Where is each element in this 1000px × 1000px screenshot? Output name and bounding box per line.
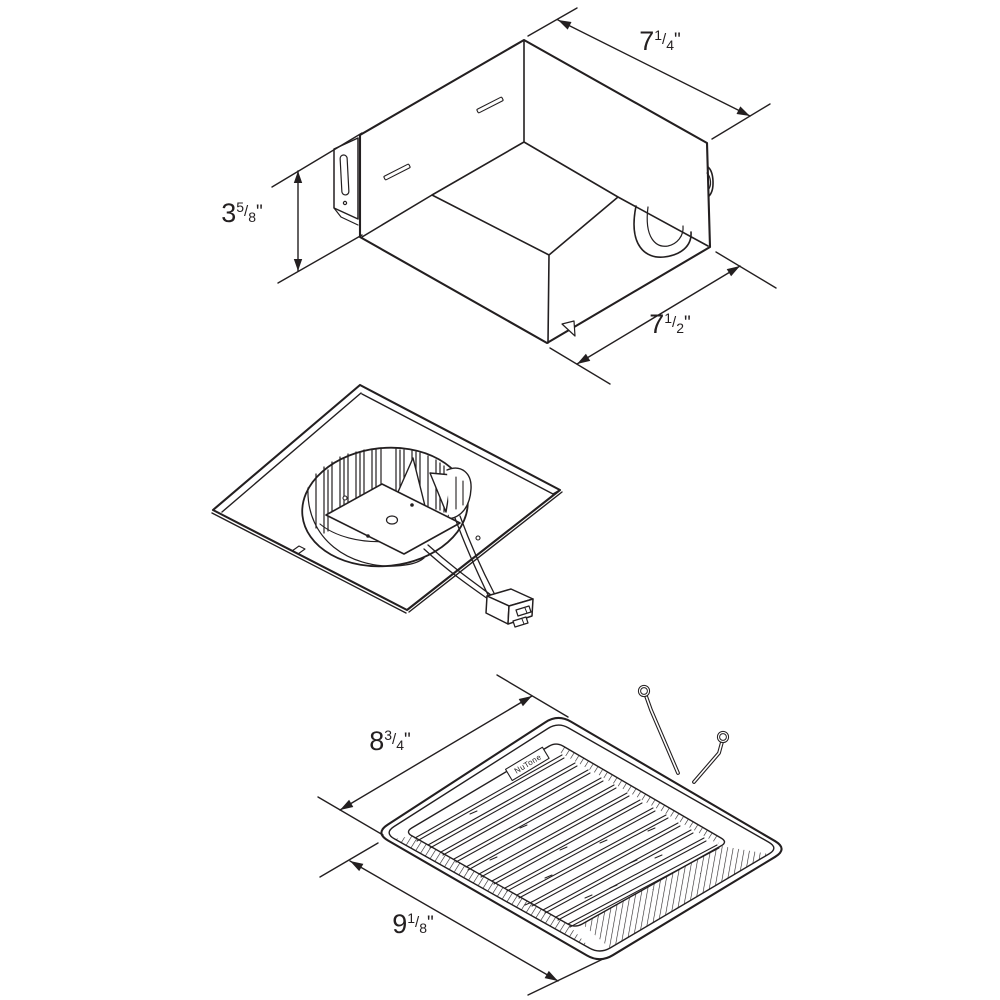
bracket-outline (333, 137, 359, 220)
dim-housing-height: 35/8" (221, 132, 363, 284)
grille-hatch-band-left (394, 836, 590, 948)
housing-emboss-slot-bottom (383, 163, 411, 181)
dim-housing-height-label: 35/8" (221, 198, 263, 228)
housing-mounting-bracket (333, 137, 359, 226)
motor-plate-center-hole (385, 515, 399, 525)
grille-part: NuTone (380, 684, 783, 961)
motor-plate (325, 483, 461, 555)
grille-hatch-band-right (582, 846, 769, 948)
dim-housing-depth: 71/2" (549, 251, 777, 385)
bracket-fold (333, 207, 359, 226)
dim-housing-depth-label: 71/2" (649, 309, 691, 339)
motor-plate-screw (410, 503, 414, 507)
power-plug (485, 588, 534, 628)
spring-clip-left (637, 684, 680, 775)
dim-grille-width-label: 83/4" (369, 726, 411, 756)
blower-opening-lip (307, 487, 425, 567)
housing-interior-edges (361, 39, 709, 344)
blower-plate-flanges (211, 392, 563, 614)
dim-grille-length-label: 91/8" (392, 909, 434, 939)
dim-housing-width: 71/4" (527, 7, 771, 140)
housing-bottom-tab (561, 320, 576, 337)
blower-part (211, 383, 563, 628)
spring-clip-right (692, 730, 730, 784)
blower-plate-notch (291, 545, 306, 555)
plate-hole (475, 535, 481, 541)
grille-louvers (414, 754, 720, 928)
plate-hole (342, 495, 348, 501)
housing-emboss-slot-top (476, 96, 504, 114)
bracket-keyhole-slot (339, 154, 350, 196)
dim-grille-length: 91/8" (319, 842, 604, 996)
dim-grille-width: 83/4" (317, 674, 569, 836)
power-cord (423, 515, 495, 600)
duct-connector (633, 166, 714, 258)
grille-louver-ticks (469, 810, 663, 906)
housing-outline (358, 38, 712, 345)
blower-scroll (446, 467, 472, 520)
grille-inner-border (388, 724, 775, 952)
motor-plate-screw (366, 534, 370, 538)
dim-housing-width-label: 71/4" (639, 26, 681, 56)
grille-tick-strip (559, 746, 721, 844)
housing-part (333, 38, 714, 345)
bracket-screw-hole (342, 200, 348, 206)
